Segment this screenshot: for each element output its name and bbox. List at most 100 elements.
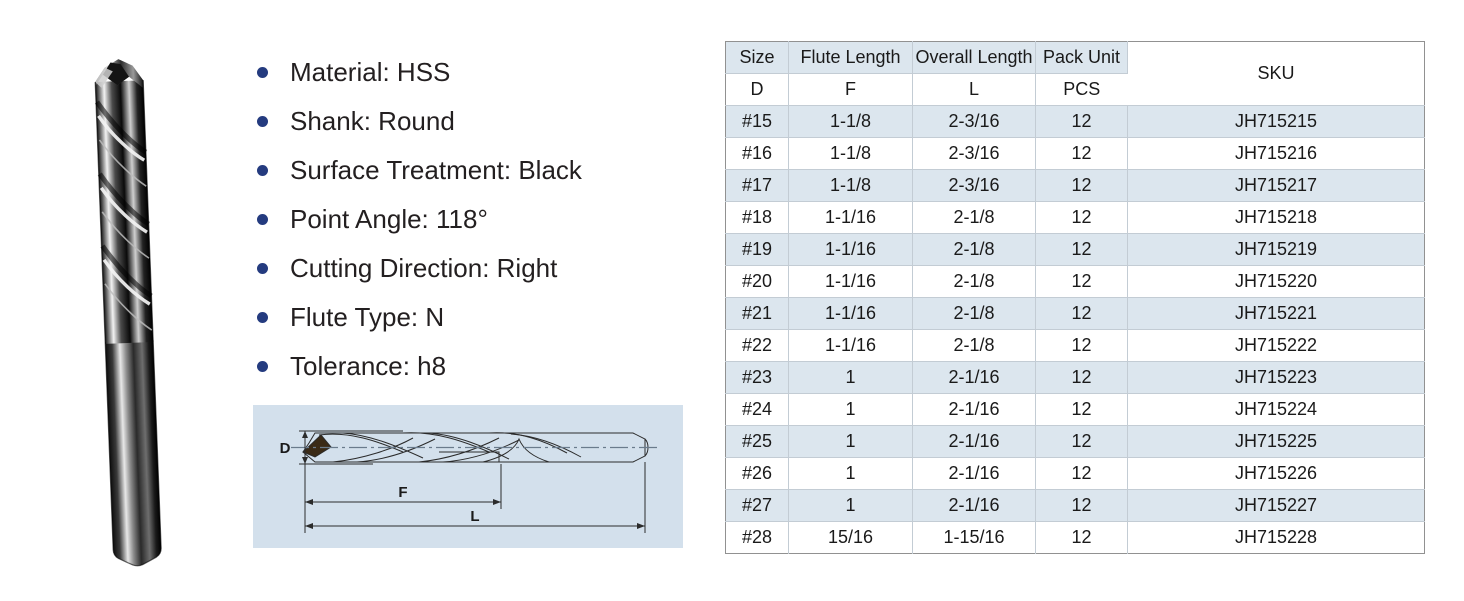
specification-table: Size Flute Length Overall Length Pack Un…	[725, 41, 1425, 554]
diagram-drill-outline	[302, 432, 646, 463]
cell-flute-length: 1	[788, 393, 913, 426]
table-row: #21 1-1/16 2-1/8 12 JH715221	[725, 297, 1425, 330]
cell-sku: JH715219	[1127, 233, 1425, 266]
cell-size: #24	[725, 393, 789, 426]
cell-size: #18	[725, 201, 789, 234]
bullet-icon	[257, 312, 268, 323]
table-head: Size Flute Length Overall Length Pack Un…	[725, 41, 1425, 106]
table-row: #18 1-1/16 2-1/8 12 JH715218	[725, 201, 1425, 234]
flute-groove-group	[94, 100, 153, 299]
col-header-sku: SKU	[1127, 41, 1425, 106]
spec-item-label: Point Angle: 118°	[290, 204, 488, 234]
spec-item-cutting-direction: Cutting Direction: Right	[252, 244, 682, 293]
diagram-flute-curve	[318, 433, 404, 453]
table-row: #15 1-1/8 2-3/16 12 JH715215	[725, 105, 1425, 138]
drill-land-highlight	[95, 67, 113, 88]
cell-size: #19	[725, 233, 789, 266]
cell-pack-unit: 12	[1035, 489, 1128, 522]
table-row: #17 1-1/8 2-3/16 12 JH715217	[725, 169, 1425, 202]
diagram-flute-curve	[332, 437, 414, 463]
diagram-label-d: D	[280, 440, 291, 457]
cell-size: #16	[725, 137, 789, 170]
cell-size: #23	[725, 361, 789, 394]
cell-sku: JH715227	[1127, 489, 1425, 522]
cell-sku: JH715225	[1127, 425, 1425, 458]
cell-overall-length: 2-3/16	[912, 169, 1036, 202]
cell-sku: JH715221	[1127, 297, 1425, 330]
diagram-label-f: F	[398, 484, 407, 501]
drill-chisel-edge	[102, 62, 130, 86]
diagram-flute-curve	[428, 432, 510, 460]
cell-sku: JH715224	[1127, 393, 1425, 426]
drill-shank	[105, 340, 162, 566]
table-row: #25 1 2-1/16 12 JH715225	[725, 425, 1425, 458]
diagram-flute-curve	[356, 438, 436, 463]
spec-item-label: Surface Treatment: Black	[290, 155, 582, 185]
cell-size: #27	[725, 489, 789, 522]
cell-size: #28	[725, 521, 789, 554]
cell-pack-unit: 12	[1035, 329, 1128, 362]
diagram-flute-detail	[439, 451, 500, 462]
cell-overall-length: 2-1/8	[912, 297, 1036, 330]
diagram-flute-end	[482, 437, 550, 463]
flute-highlight-group	[97, 114, 151, 306]
cell-pack-unit: 12	[1035, 105, 1128, 138]
spec-item-label: Cutting Direction: Right	[290, 253, 558, 283]
cell-flute-length: 1	[788, 425, 913, 458]
table-row: #27 1 2-1/16 12 JH715227	[725, 489, 1425, 522]
cell-flute-length: 1-1/16	[788, 265, 913, 298]
diagram-flute-curve	[510, 433, 582, 458]
spec-item-tolerance: Tolerance: h8	[252, 342, 682, 391]
cell-pack-unit: 12	[1035, 201, 1128, 234]
bullet-icon	[257, 116, 268, 127]
cell-sku: JH715215	[1127, 105, 1425, 138]
table-row: #26 1 2-1/16 12 JH715226	[725, 457, 1425, 490]
table-row: #16 1-1/8 2-3/16 12 JH715216	[725, 137, 1425, 170]
cell-size: #20	[725, 265, 789, 298]
spec-item-label: Tolerance: h8	[290, 351, 447, 381]
diagram-flute-curve	[342, 432, 424, 459]
table-row: #19 1-1/16 2-1/8 12 JH715219	[725, 233, 1425, 266]
flute-edge-group	[98, 139, 153, 331]
cell-pack-unit: 12	[1035, 297, 1128, 330]
specification-table-wrapper: Size Flute Length Overall Length Pack Un…	[725, 41, 1425, 554]
cell-flute-length: 1-1/8	[788, 169, 913, 202]
cell-flute-length: 1-1/8	[788, 105, 913, 138]
cell-size: #25	[725, 425, 789, 458]
product-photo	[78, 40, 228, 580]
cell-flute-length: 1	[788, 489, 913, 522]
cell-overall-length: 2-1/16	[912, 489, 1036, 522]
cell-pack-unit: 12	[1035, 169, 1128, 202]
col-header-pack-unit: Pack Unit	[1035, 41, 1128, 74]
table-row: #23 1 2-1/16 12 JH715223	[725, 361, 1425, 394]
diagram-f-dimension	[304, 464, 502, 509]
cell-pack-unit: 12	[1035, 265, 1128, 298]
col-header-overall-length: Overall Length	[912, 41, 1036, 74]
cell-flute-length: 1-1/16	[788, 329, 913, 362]
cell-sku: JH715217	[1127, 169, 1425, 202]
diagram-flute-curve	[442, 439, 520, 463]
bullet-icon	[257, 67, 268, 78]
spec-item-shank: Shank: Round	[252, 97, 682, 146]
cell-sku: JH715226	[1127, 457, 1425, 490]
table-body: #15 1-1/8 2-3/16 12 JH715215 #16 1-1/8 2…	[725, 105, 1425, 554]
cell-sku: JH715223	[1127, 361, 1425, 394]
table-header-row-top: Size Flute Length Overall Length Pack Un…	[725, 41, 1425, 106]
drill-bit-photo-illustration	[94, 59, 162, 567]
cell-sku: JH715218	[1127, 201, 1425, 234]
drill-outline	[94, 80, 162, 567]
cell-flute-length: 1-1/16	[788, 297, 913, 330]
spec-item-label: Material: HSS	[290, 57, 451, 87]
spec-item-material: Material: HSS	[252, 48, 682, 97]
cell-size: #15	[725, 105, 789, 138]
cell-size: #21	[725, 297, 789, 330]
cell-size: #17	[725, 169, 789, 202]
col-subheader-f: F	[788, 73, 913, 106]
cell-flute-length: 1-1/16	[788, 233, 913, 266]
cell-overall-length: 2-1/16	[912, 425, 1036, 458]
dimension-diagram-panel: D F L	[253, 405, 683, 548]
cell-pack-unit: 12	[1035, 457, 1128, 490]
cell-overall-length: 2-1/8	[912, 233, 1036, 266]
dimension-diagram: D F L	[280, 430, 657, 533]
cell-overall-length: 2-1/16	[912, 361, 1036, 394]
